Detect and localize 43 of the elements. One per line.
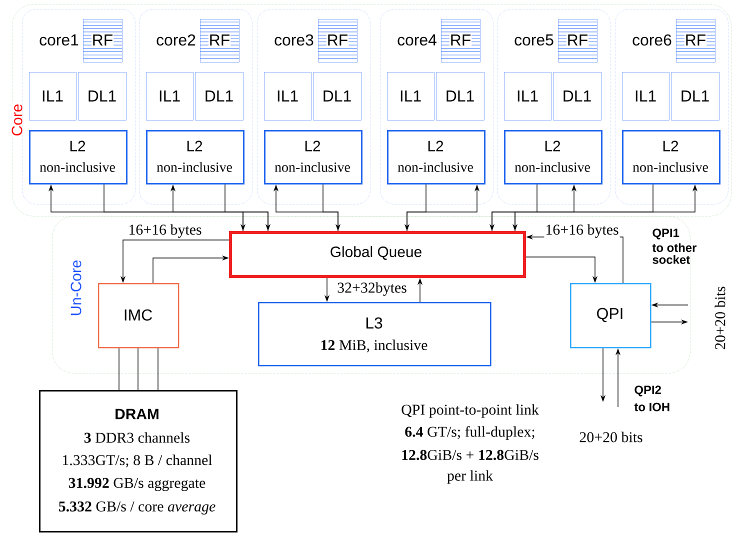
- cache-box: IL1: [264, 72, 312, 120]
- cache-box: L3 12 MiB, inclusive: [258, 302, 492, 366]
- link-note: 6.4 GT/s; full-duplex;: [405, 426, 534, 440]
- cache-box: IL1: [146, 72, 194, 120]
- cache-box: IL1: [29, 72, 76, 120]
- cache-box: DL1: [553, 72, 602, 120]
- bit-width-label: 20+20 bits: [580, 432, 642, 442]
- register-file-box: RF: [82, 19, 122, 62]
- register-file-box: RF: [440, 19, 480, 62]
- cache-box: IL1: [387, 72, 434, 120]
- port-note: to IOH: [634, 402, 670, 412]
- cache-box: DL1: [436, 72, 484, 120]
- controller-box: IMC: [98, 283, 180, 348]
- cache-box: IL1: [622, 72, 670, 120]
- register-file-box: RF: [200, 19, 240, 62]
- port-label: QPI2: [634, 386, 661, 396]
- cache-box: L2 non-inclusive: [504, 130, 602, 184]
- connector-line: [118, 348, 120, 390]
- register-file-box: RF: [676, 19, 716, 62]
- cache-box: DL1: [195, 72, 244, 120]
- bit-width-label: 20+20 bits: [714, 286, 726, 350]
- cache-box: IL1: [504, 72, 552, 120]
- edge-label: 16+16 bytes: [544, 223, 620, 239]
- cache-box: DL1: [78, 72, 126, 120]
- port-note: to other socket: [652, 243, 696, 264]
- cache-box: L2 non-inclusive: [29, 130, 128, 184]
- cache-box: L2 non-inclusive: [264, 130, 362, 184]
- cache-box: L2 non-inclusive: [622, 130, 720, 184]
- register-file-box: RF: [558, 19, 598, 62]
- interconnect-box: QPI: [570, 283, 652, 348]
- cache-box: L2 non-inclusive: [387, 130, 486, 184]
- edge-label: 32+32bytes: [336, 281, 408, 297]
- edge-label: 16+16 bytes: [127, 223, 203, 239]
- link-note: QPI point-to-point link: [402, 404, 539, 418]
- cache-box: DL1: [313, 72, 362, 120]
- link-note: 12.8GiB/s + 12.8GiB/s: [402, 450, 538, 460]
- cache-box: DL1: [671, 72, 720, 120]
- port-label: QPI1: [652, 228, 680, 240]
- queue-box: Global Queue: [229, 231, 526, 278]
- link-note: per link: [447, 470, 494, 484]
- memory-box: DRAM 3 DDR3 channels 1.333GT/s; 8 B / channel 31.992 GB/s aggregate 5.332 GB/s / core average: [39, 390, 238, 532]
- register-file-box: RF: [318, 19, 358, 62]
- cache-box: L2 non-inclusive: [146, 130, 244, 184]
